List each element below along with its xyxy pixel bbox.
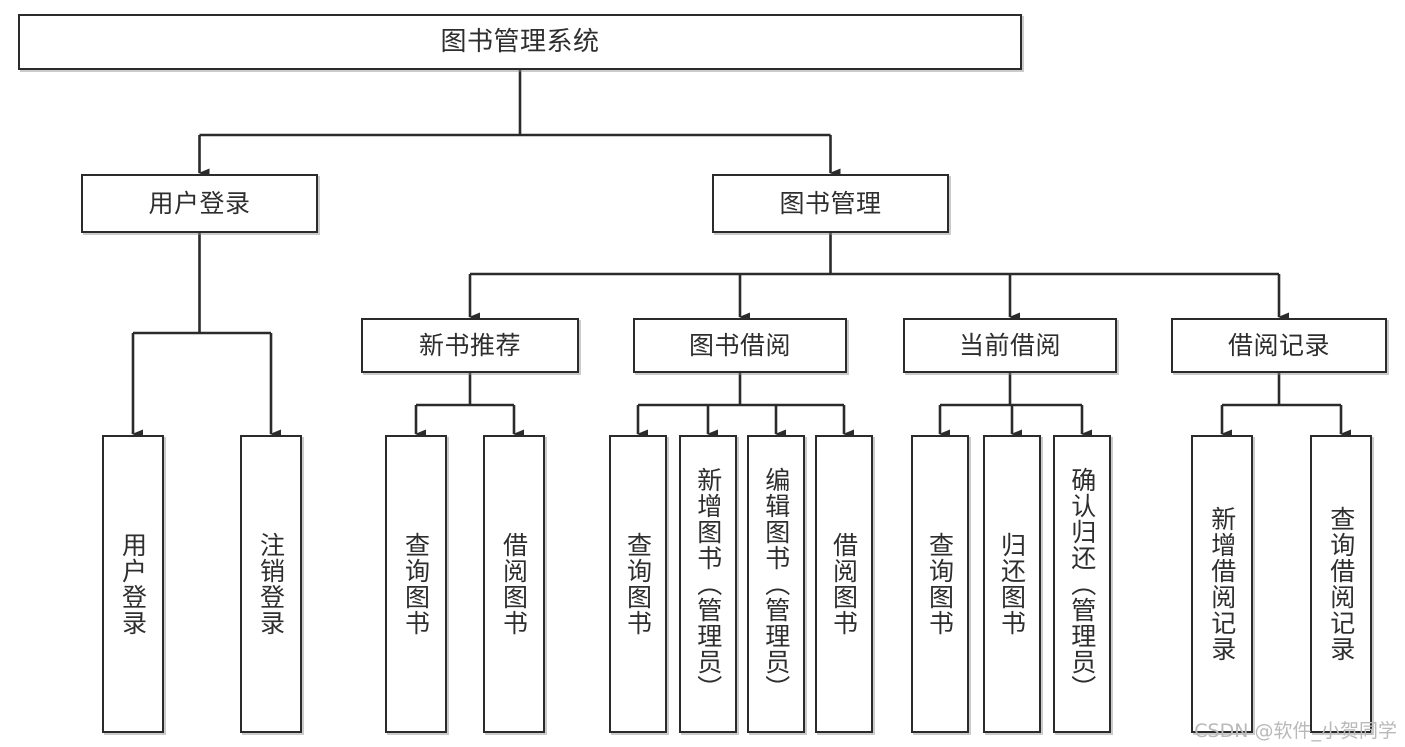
node-new-book-rec[interactable]: 新书推荐	[361, 318, 579, 373]
node-label-borrow-record: 借阅记录	[1227, 330, 1330, 360]
node-leaf-user-logout[interactable]: 注销登录	[240, 435, 302, 733]
node-user-login[interactable]: 用户登录	[81, 174, 318, 233]
node-leaf-add-book[interactable]: 新增图书（管理员）	[679, 435, 737, 733]
node-label-leaf-return-book: 归还图书	[997, 532, 1027, 636]
watermark: CSDN @软件_小贺同学	[1194, 720, 1397, 742]
node-label-leaf-confirm-return: 确认归还（管理员）	[1067, 467, 1097, 701]
node-label-leaf-query-book-2: 查询图书	[623, 532, 653, 636]
node-label-leaf-query-record: 查询借阅记录	[1326, 506, 1356, 662]
node-label-leaf-user-login: 用户登录	[118, 532, 148, 636]
node-label-leaf-borrow-book-2: 借阅图书	[829, 532, 859, 636]
node-label-leaf-user-logout: 注销登录	[256, 532, 286, 636]
node-book-manage[interactable]: 图书管理	[712, 174, 949, 233]
node-book-borrow[interactable]: 图书借阅	[633, 318, 847, 373]
node-label-book-manage: 图书管理	[779, 188, 882, 218]
node-label-leaf-query-book-1: 查询图书	[401, 532, 431, 636]
node-root[interactable]: 图书管理系统	[18, 14, 1022, 70]
node-label-root: 图书管理系统	[440, 26, 600, 57]
node-label-leaf-add-book: 新增图书（管理员）	[693, 467, 723, 701]
node-leaf-return-book[interactable]: 归还图书	[983, 435, 1041, 733]
node-current-borrow[interactable]: 当前借阅	[903, 318, 1117, 373]
node-label-leaf-borrow-book-1: 借阅图书	[499, 532, 529, 636]
node-leaf-edit-book[interactable]: 编辑图书（管理员）	[747, 435, 805, 733]
node-leaf-query-book-2[interactable]: 查询图书	[609, 435, 667, 733]
node-leaf-query-record[interactable]: 查询借阅记录	[1310, 435, 1372, 733]
node-leaf-borrow-book-1[interactable]: 借阅图书	[483, 435, 545, 733]
node-leaf-confirm-return[interactable]: 确认归还（管理员）	[1053, 435, 1111, 733]
node-label-leaf-add-record: 新增借阅记录	[1207, 506, 1237, 662]
node-leaf-query-book-3[interactable]: 查询图书	[911, 435, 969, 733]
node-label-new-book-rec: 新书推荐	[418, 330, 521, 360]
node-leaf-add-record[interactable]: 新增借阅记录	[1191, 435, 1253, 733]
node-label-user-login: 用户登录	[148, 188, 251, 218]
node-label-current-borrow: 当前借阅	[958, 330, 1061, 360]
node-label-leaf-edit-book: 编辑图书（管理员）	[761, 467, 791, 701]
node-leaf-user-login[interactable]: 用户登录	[102, 435, 164, 733]
node-leaf-borrow-book-2[interactable]: 借阅图书	[815, 435, 873, 733]
node-label-leaf-query-book-3: 查询图书	[925, 532, 955, 636]
node-label-book-borrow: 图书借阅	[688, 330, 791, 360]
node-borrow-record[interactable]: 借阅记录	[1171, 318, 1387, 373]
node-leaf-query-book-1[interactable]: 查询图书	[385, 435, 447, 733]
